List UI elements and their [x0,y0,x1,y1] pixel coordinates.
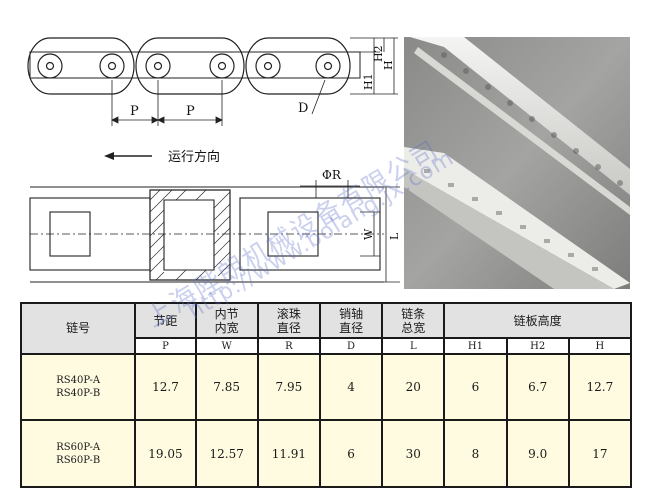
pitch-dimension [111,37,398,126]
cell-h: 12.7 [569,354,630,420]
lower-chain [404,147,630,289]
header-pitch: 节距 [136,304,195,338]
symbol-l: L [383,339,444,353]
label-h2: H2 [372,45,385,62]
cell-h: 17 [569,421,630,486]
table-row: RS60P-A RS60P-B 19.05 12.57 11.91 6 30 8… [22,421,630,486]
header-roller-dia: 滚珠 直径 [258,304,319,338]
cell-h1: 6 [445,354,506,420]
cell-pin-dia: 4 [320,354,382,420]
symbol-w: W [196,339,257,353]
row-model: RS60P-A RS60P-B [22,421,135,486]
label-r: ΦR [322,168,342,182]
label-w: W [362,228,375,240]
chain-diagram: P P D H1 H2 H 运行方向 ΦR W L [27,37,400,283]
symbol-p: P [136,339,195,353]
cell-inner-width: 7.85 [196,354,257,420]
symbol-r: R [258,339,319,353]
cell-total-width: 30 [383,421,444,486]
cell-total-width: 20 [383,354,444,420]
symbol-h2: H2 [507,339,568,353]
cell-h2: 9.0 [507,421,568,486]
cell-h1: 8 [445,421,506,486]
header-total-width: 链条 总宽 [383,304,444,338]
upper-chain [410,37,630,215]
chain-photo [404,37,630,289]
symbol-h1: H1 [445,339,506,353]
label-h1: H1 [362,73,375,90]
label-d: D [298,101,308,116]
rollers [37,53,341,79]
symbol-d: D [320,339,382,353]
label-p1: P [130,104,139,119]
spec-table: 链号 节距 内节 内宽 滚珠 直径 销轴 直径 链条 总宽 链板高度 P W R… [20,302,632,488]
hatch-lines [149,189,231,281]
symbol-h: H [569,339,630,353]
header-plate-height: 链板高度 [445,304,630,338]
header-pin-dia: 销轴 直径 [320,304,382,338]
label-p2: P [186,104,195,119]
top-view-links [29,186,384,283]
cell-inner-width: 12.57 [196,421,257,486]
header-model: 链号 [22,304,135,353]
table-row: RS40P-A RS40P-B 12.7 7.85 7.95 4 20 6 6.… [22,354,630,420]
cell-pitch: 19.05 [136,421,195,486]
row-model: RS40P-A RS40P-B [22,354,135,420]
width-dimensions [300,180,400,283]
label-l: L [388,232,400,240]
label-h: H [382,60,395,70]
header-inner-width: 内节 内宽 [196,304,257,338]
direction-label: 运行方向 [168,149,220,165]
direction-arrow [104,152,152,160]
inner-plates [29,51,361,79]
cell-pitch: 12.7 [136,354,195,420]
cell-roller-dia: 7.95 [258,354,319,420]
side-view-links [27,37,361,95]
cell-roller-dia: 11.91 [258,421,319,486]
cell-pin-dia: 6 [320,421,382,486]
cell-h2: 6.7 [507,354,568,420]
